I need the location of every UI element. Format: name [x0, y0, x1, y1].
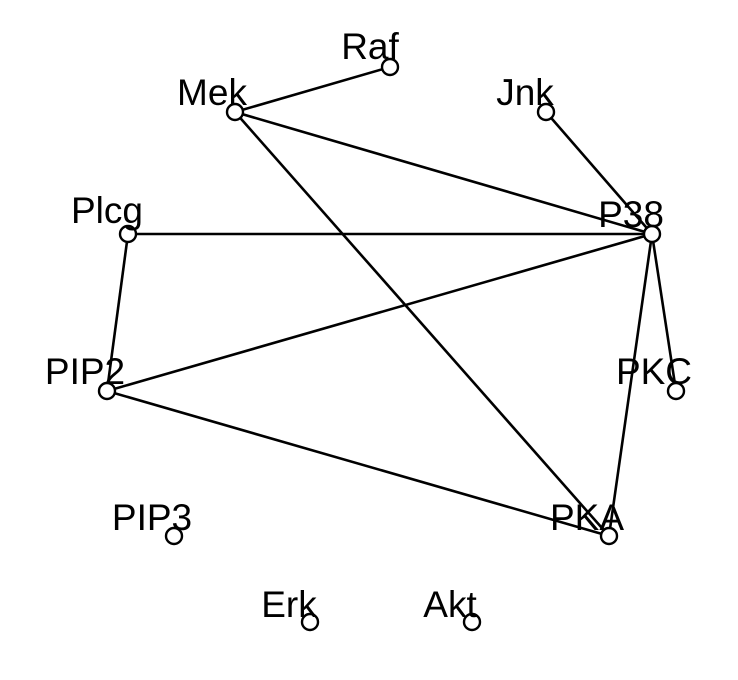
node-label-erk: Erk [261, 584, 317, 625]
node-plcg [118, 224, 138, 244]
edge-plcg-pip2 [105, 233, 130, 392]
node-raf [380, 57, 400, 77]
node-label-mek: Mek [177, 72, 247, 113]
nodes-layer [97, 57, 686, 632]
node-label-akt: Akt [423, 584, 477, 625]
node-jnk [536, 102, 556, 122]
node-erk [300, 612, 320, 632]
node-label-p38: P38 [598, 194, 664, 235]
node-label-pip2: PIP2 [45, 351, 125, 392]
edge-mek-pka [234, 111, 610, 537]
node-label-pip3: PIP3 [112, 497, 192, 538]
node-label-raf: Raf [341, 26, 399, 67]
node-pip2 [97, 381, 117, 401]
node-pkc [666, 381, 686, 401]
node-label-pkc: PKC [616, 351, 692, 392]
edge-pip2-p38 [106, 232, 653, 393]
edge-mek-p38 [234, 110, 653, 236]
node-akt [462, 612, 482, 632]
edge-p38-pkc [650, 233, 678, 392]
edge-p38-pka [607, 233, 654, 537]
edge-pip2-pka [106, 389, 610, 538]
node-label-pka: PKA [550, 497, 624, 538]
edge-mek-raf [234, 65, 391, 114]
node-label-jnk: Jnk [496, 72, 554, 113]
node-pka [599, 526, 619, 546]
edge-jnk-p38 [545, 111, 653, 235]
node-p38 [642, 224, 662, 244]
node-mek [225, 102, 245, 122]
edges-layer [105, 65, 678, 538]
node-pip3 [164, 526, 184, 546]
node-label-plcg: Plcg [71, 190, 143, 231]
